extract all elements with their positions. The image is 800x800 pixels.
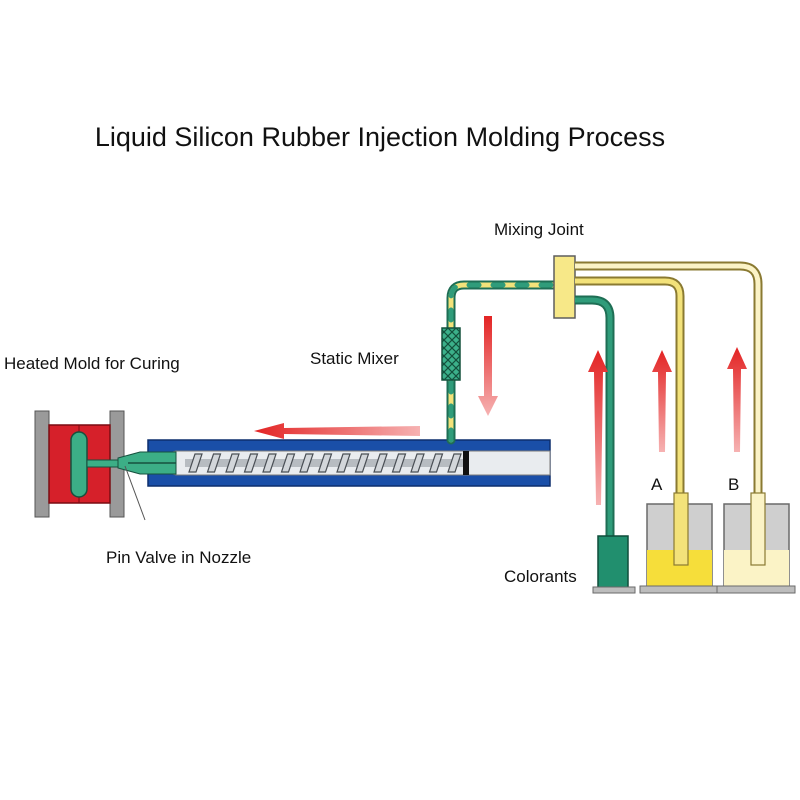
tank-a-label: A bbox=[651, 475, 663, 494]
static-mixer-label: Static Mixer bbox=[310, 349, 399, 368]
static-mixer bbox=[441, 327, 461, 381]
reciprocating-screw bbox=[185, 451, 469, 475]
tank-b bbox=[716, 492, 796, 594]
tank-a-pipe bbox=[575, 276, 685, 496]
flow-arrow-up-tank-a bbox=[652, 350, 672, 452]
mixing-joint-label: Mixing Joint bbox=[494, 220, 584, 239]
pin-valve-label: Pin Valve in Nozzle bbox=[106, 548, 251, 567]
flow-arrow-up-tank-b bbox=[727, 347, 747, 452]
flow-arrow-down-mixer bbox=[478, 316, 498, 416]
diagram-title: Liquid Silicon Rubber Injection Molding … bbox=[95, 122, 665, 152]
tank-a bbox=[639, 492, 719, 594]
heated-mold bbox=[34, 410, 177, 518]
mixing-joint bbox=[553, 255, 576, 319]
tank-b-pipe bbox=[575, 261, 763, 496]
flow-arrow-to-mold bbox=[254, 423, 420, 439]
pin-valve-pointer bbox=[124, 465, 146, 521]
heated-mold-label: Heated Mold for Curing bbox=[4, 354, 180, 373]
colorant-pipe bbox=[575, 295, 615, 538]
colorants-label: Colorants bbox=[504, 567, 577, 586]
flow-arrow-up-colorants bbox=[588, 350, 608, 505]
colorants-container bbox=[592, 535, 636, 594]
feed-pipe bbox=[446, 280, 560, 445]
tank-b-label: B bbox=[728, 475, 739, 494]
